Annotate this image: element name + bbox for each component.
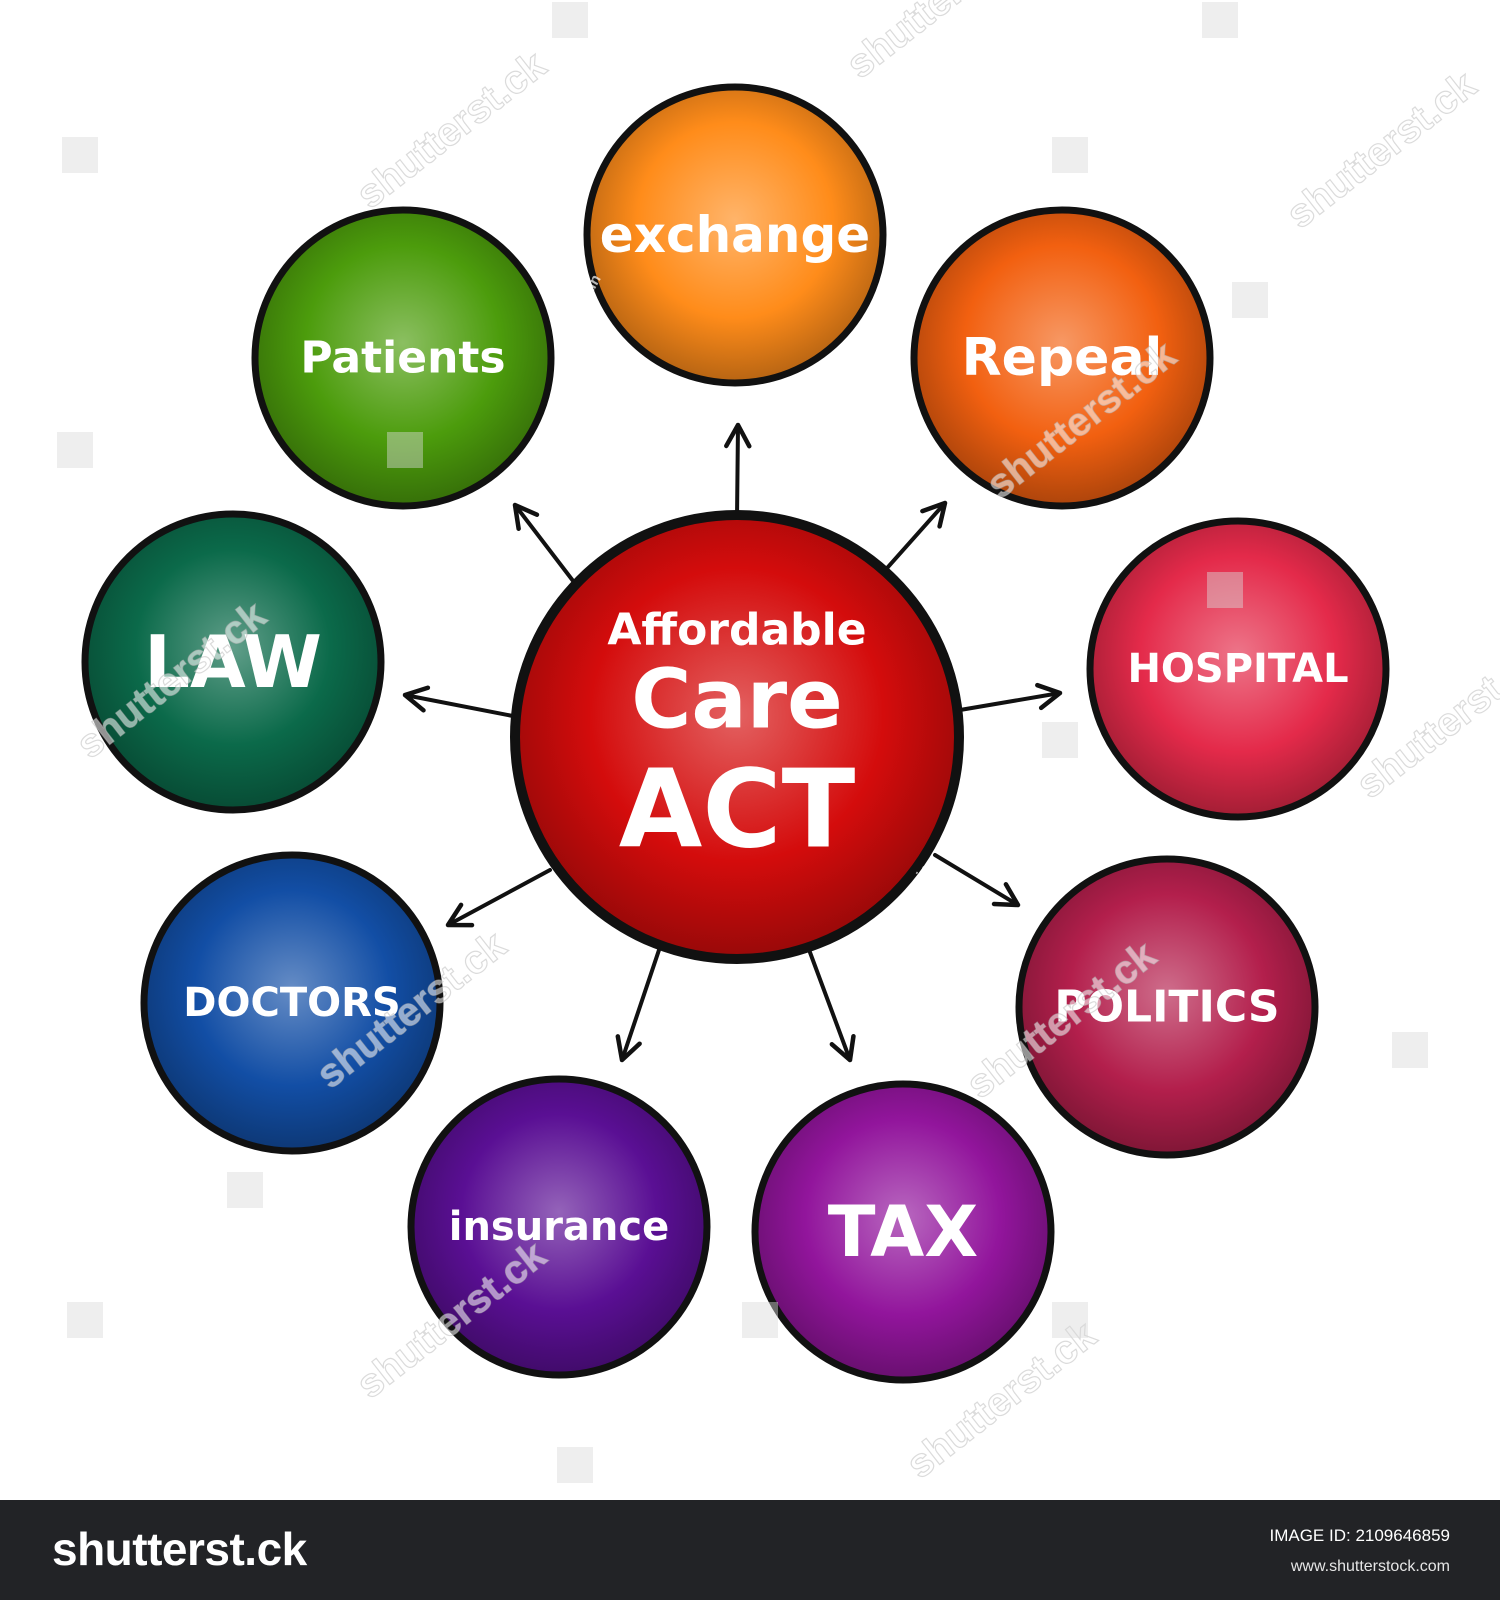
- node-politics: POLITICS: [1015, 855, 1319, 1159]
- node-tax: TAX: [751, 1080, 1055, 1384]
- arrow-to-insurance: [620, 945, 662, 1062]
- watermark-square-icon: [552, 2, 588, 38]
- arrow-to-law: [403, 693, 520, 719]
- center-title-line-1: Affordable: [607, 605, 866, 656]
- node-law: LAW: [81, 510, 385, 814]
- node-label-hospital: HOSPITAL: [1127, 646, 1348, 692]
- arrow-head-exchange: [724, 422, 752, 449]
- watermark-square-icon: [1202, 2, 1238, 38]
- node-label-politics: POLITICS: [1054, 982, 1279, 1033]
- watermark-square-icon: [62, 137, 98, 173]
- watermark-text: shutterst.ck: [1278, 62, 1484, 237]
- node-circle-doctors: [140, 851, 444, 1155]
- arrow-head-tax: [829, 1033, 856, 1063]
- node-circle-tax: [751, 1080, 1055, 1384]
- arrow-head-politics: [991, 882, 1021, 908]
- watermark-square-icon: [1207, 572, 1243, 608]
- node-insurance: insurance: [407, 1075, 711, 1379]
- node-label-insurance: insurance: [449, 1204, 670, 1250]
- arrow-to-hospital: [958, 691, 1062, 712]
- node-circle-exchange: [583, 83, 887, 387]
- node-label-tax: TAX: [828, 1191, 978, 1273]
- watermark-square-icon: [57, 432, 93, 468]
- arrow-head-insurance: [615, 1034, 642, 1063]
- node-label-patients: Patients: [300, 333, 505, 384]
- node-circle-repeal: [910, 206, 1214, 510]
- node-label-exchange: exchange: [600, 206, 870, 264]
- node-exchange: exchange: [583, 83, 887, 387]
- node-label-law: LAW: [144, 620, 322, 704]
- arrow-head-repeal: [920, 500, 948, 529]
- node-repeal: Repeal: [910, 206, 1214, 510]
- arrow-head-patients: [512, 502, 540, 531]
- watermark-square-icon: [1052, 137, 1088, 173]
- watermark-square-icon: [742, 1302, 778, 1338]
- node-patients: Patients: [251, 206, 555, 510]
- arrow-head-law: [402, 685, 431, 713]
- connector-arrows: [402, 422, 1063, 1063]
- author-watermark: dizain: [399, 717, 435, 762]
- node-label-doctors: DOCTORS: [183, 980, 400, 1026]
- arrow-head-doctors: [445, 902, 475, 928]
- node-doctors: DOCTORS: [140, 851, 444, 1155]
- image-id: IMAGE ID: 2109646859: [1269, 1526, 1450, 1545]
- arrow-to-doctors: [446, 868, 552, 927]
- watermark-text: shutterst.ck: [838, 0, 1044, 87]
- arrow-head-hospital: [1035, 682, 1063, 711]
- watermark-text: shutterst.ck: [348, 42, 554, 217]
- node-circle-politics: [1015, 855, 1319, 1159]
- node-circle-patients: [251, 206, 555, 510]
- watermark-square-icon: [387, 432, 423, 468]
- arrow-to-exchange: [735, 423, 740, 520]
- watermark-square-icon: [1232, 282, 1268, 318]
- arrow-to-politics: [933, 853, 1020, 907]
- watermark-square-icon: [1392, 1032, 1428, 1068]
- center-title-line-2: Care: [631, 653, 843, 748]
- center-circle: [510, 510, 964, 964]
- watermark-square-icon: [557, 1447, 593, 1483]
- node-circle-insurance: [407, 1075, 711, 1379]
- node-hospital: HOSPITAL: [1086, 517, 1390, 821]
- watermark-square-icon: [1052, 1302, 1088, 1338]
- watermark-square-icon: [67, 1302, 103, 1338]
- arrow-to-patients: [513, 503, 582, 592]
- footer-bar: shutterst.ck IMAGE ID: 2109646859 www.sh…: [0, 1500, 1500, 1600]
- center-node: Affordable Care ACT: [510, 510, 964, 964]
- watermark-square-icon: [1042, 722, 1078, 758]
- node-circle-hospital: [1086, 517, 1390, 821]
- arrow-to-tax: [806, 945, 852, 1062]
- node-circle-law: [81, 510, 385, 814]
- footer-logo: shutterst.ck: [52, 1523, 307, 1575]
- center-title-line-3: ACT: [619, 748, 856, 873]
- node-label-repeal: Repeal: [962, 328, 1163, 388]
- arrow-to-repeal: [878, 501, 947, 578]
- watermark-square-icon: [227, 1172, 263, 1208]
- footer-url: www.shutterstock.com: [1290, 1558, 1450, 1575]
